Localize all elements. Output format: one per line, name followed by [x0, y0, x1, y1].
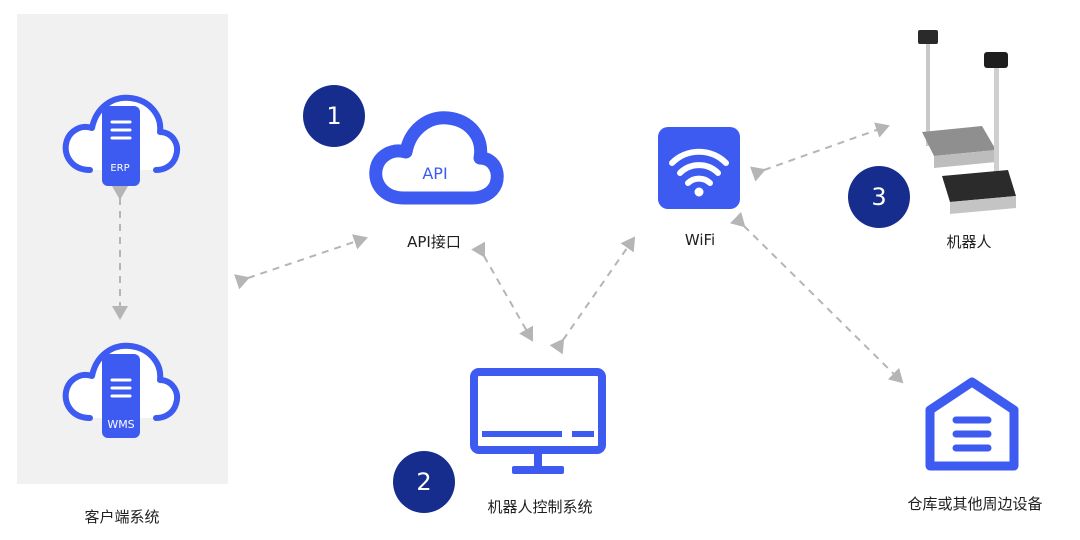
step-badge-1: 1 [303, 85, 365, 147]
api-cloud-text: API [422, 164, 448, 183]
robot-image [918, 30, 1016, 214]
wms-label: WMS [107, 418, 135, 431]
erp-label: ERP [110, 163, 130, 174]
step-badge-2: 2 [393, 451, 455, 513]
wifi-label: WiFi [684, 231, 716, 249]
wms-cloud-server-icon [62, 342, 180, 438]
wifi-icon [658, 127, 740, 209]
erp-cloud-server-icon [62, 94, 180, 186]
client-systems-label: 客户端系统 [84, 508, 160, 526]
arrow-wifi-warehouse [729, 211, 904, 384]
api-cloud-icon [369, 111, 504, 205]
arrow-api-control [471, 241, 533, 342]
arrow-client-api [234, 234, 368, 290]
api-label: API接口 [407, 233, 461, 251]
monitor-icon [470, 368, 606, 474]
warehouse-icon [925, 377, 1019, 471]
arrow-control-wifi [549, 236, 636, 355]
warehouse-label: 仓库或其他周边设备 [907, 495, 1043, 513]
robot-label: 机器人 [946, 233, 992, 251]
step-badge-3: 3 [848, 166, 910, 228]
arrow-wifi-robot [750, 122, 890, 182]
robot-control-system-label: 机器人控制系统 [487, 498, 593, 516]
